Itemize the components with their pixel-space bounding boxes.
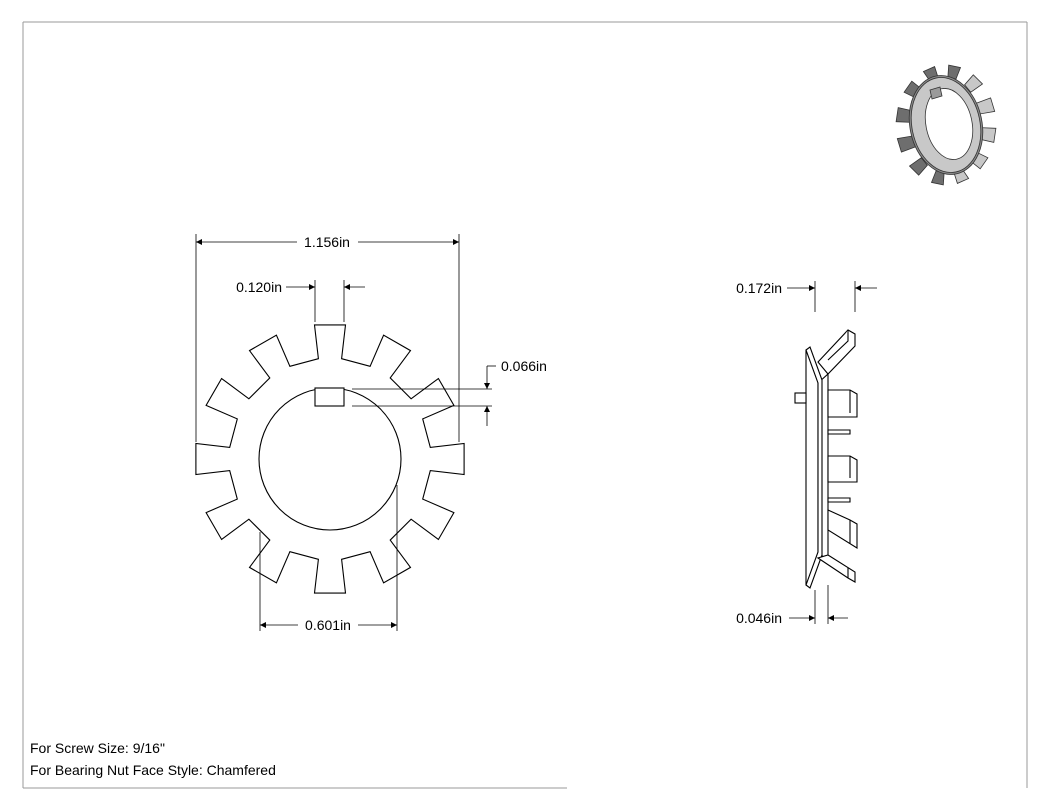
isometric-view: [895, 64, 997, 186]
key-height-label: 0.066in: [501, 358, 547, 374]
sheet-border: [22, 21, 1028, 789]
inner-diameter-label: 0.601in: [305, 617, 351, 633]
side-view: [794, 329, 858, 589]
washer-bore-circle: [258, 387, 402, 531]
iso-tooth: [964, 74, 984, 93]
tab-width-label: 0.120in: [236, 279, 282, 295]
dim-tab-width: [286, 280, 365, 322]
face-style-note: For Bearing Nut Face Style: Chamfered: [30, 762, 276, 778]
iso-tooth: [908, 157, 928, 176]
washer-tooth-outline: [195, 324, 465, 594]
outer-diameter-label: 1.156in: [304, 234, 350, 250]
thickness-label: 0.046in: [736, 610, 782, 626]
dim-thickness: [789, 585, 848, 624]
front-view: [195, 324, 465, 594]
key-tab: [314, 387, 345, 407]
dim-outer-diameter: [195, 234, 460, 442]
screw-size-note: For Screw Size: 9/16": [30, 740, 165, 756]
dim-overall-height: [787, 281, 877, 312]
dim-inner-diameter: [259, 485, 398, 631]
dim-key-height: [352, 365, 496, 426]
overall-height-label: 0.172in: [736, 280, 782, 296]
